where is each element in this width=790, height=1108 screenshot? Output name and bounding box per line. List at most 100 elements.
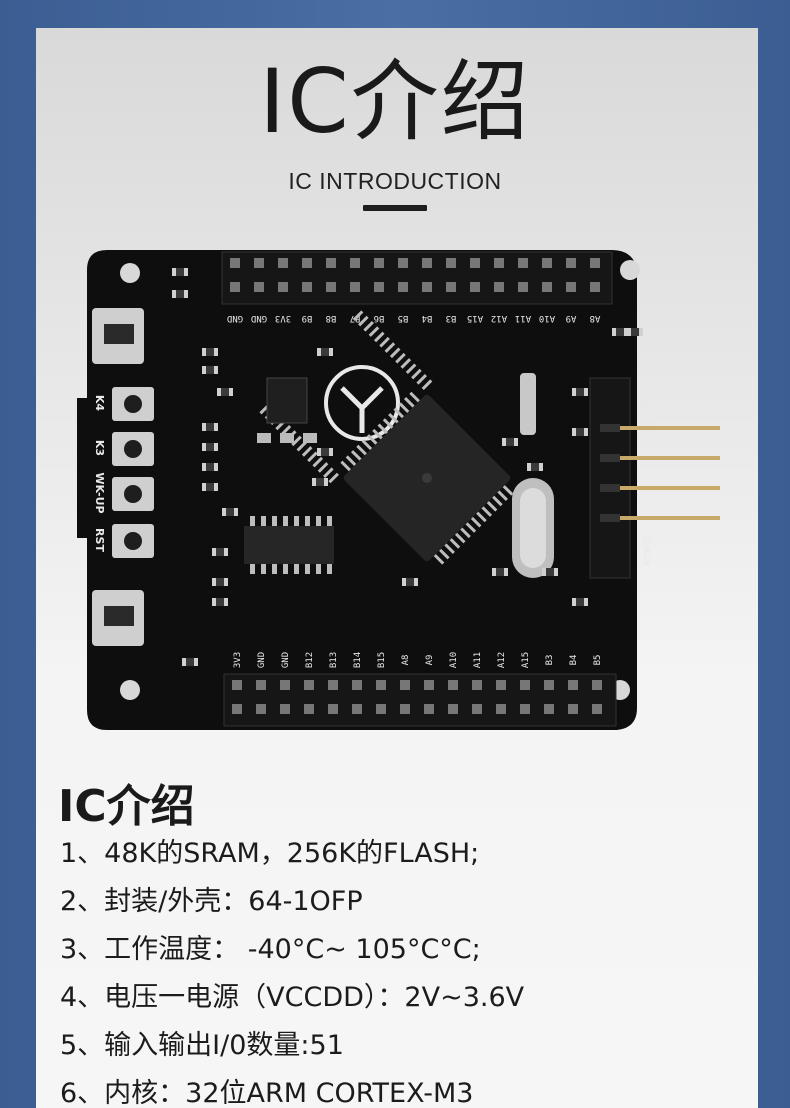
- soic-pin: [283, 516, 288, 526]
- smd-body: [316, 478, 324, 486]
- header-pin: [520, 704, 530, 714]
- spec-item-temperature: 3、工作温度： -40°C~ 105°C°C;: [60, 934, 481, 965]
- header-pin: [398, 282, 408, 292]
- smd-body: [206, 348, 214, 356]
- chip-pin: [393, 407, 405, 419]
- pin-label: B3: [545, 655, 555, 666]
- chip-pin: [470, 516, 482, 528]
- header-pin: [328, 680, 338, 690]
- pin-label: A8: [401, 655, 411, 666]
- smd-body: [216, 598, 224, 606]
- chip-pin: [280, 424, 292, 436]
- pin-label: B14: [353, 652, 363, 668]
- pin-label: 3V3: [233, 652, 243, 668]
- chip-pin: [486, 500, 498, 512]
- page-title: IC介绍: [259, 50, 531, 153]
- soic-pin: [250, 516, 255, 526]
- chip-pin: [350, 450, 362, 461]
- pin-label: A9: [425, 655, 435, 666]
- chip-pin: [433, 554, 445, 565]
- smd-body: [616, 328, 624, 336]
- pin-label: B15: [377, 652, 387, 668]
- chip-pin: [411, 368, 422, 380]
- pin-label: GND: [281, 652, 291, 668]
- smd-body: [206, 423, 214, 431]
- header-pin: [256, 680, 266, 690]
- smd-body: [226, 508, 234, 516]
- chip-pin: [317, 462, 329, 473]
- swd-header: [589, 377, 720, 579]
- smd-body: [321, 348, 329, 356]
- smd-body: [216, 548, 224, 556]
- header-pin: [374, 258, 384, 268]
- soic-pin: [261, 564, 266, 574]
- swd-pin-base: [600, 424, 620, 432]
- chip-pin: [439, 548, 450, 560]
- header-pin: [542, 258, 552, 268]
- header-pin: [544, 704, 554, 714]
- soic-chip: [244, 516, 334, 574]
- soic-pin: [294, 564, 299, 574]
- pin-label: A8: [590, 313, 601, 323]
- pin-label: A11: [515, 313, 531, 323]
- chip-pin: [395, 352, 406, 364]
- header-pin: [302, 282, 312, 292]
- pin-label: GND: [251, 313, 267, 323]
- chip-pin: [460, 527, 471, 539]
- button-cap: [124, 395, 142, 413]
- soic-pin: [316, 564, 321, 574]
- pin-label: A10: [539, 313, 555, 323]
- soic-pin: [305, 516, 310, 526]
- soic-pin: [261, 516, 266, 526]
- title-underline: [363, 205, 427, 211]
- swd-pin: [620, 456, 720, 460]
- pin-label: B12: [305, 652, 315, 668]
- chip-pin: [416, 374, 427, 385]
- header-pin: [424, 704, 434, 714]
- soic-pin: [305, 564, 310, 574]
- header-pin: [350, 258, 360, 268]
- header-pin: [494, 282, 504, 292]
- smd-body: [321, 448, 329, 456]
- header-pin: [326, 258, 336, 268]
- chip-pin: [454, 532, 466, 544]
- button-cap: [124, 485, 142, 503]
- chip-pin: [409, 391, 420, 403]
- header-pin: [592, 704, 602, 714]
- header-pin: [470, 282, 480, 292]
- dev-board-illustration: GNDGND3V3B9B8B7B6B5B4B3A15A12A11A10A9A8 …: [77, 250, 720, 730]
- header-label: DIO: [641, 535, 651, 551]
- button-label: K4: [93, 395, 106, 412]
- header-pin: [518, 282, 528, 292]
- spec-item-sram-flash: 1、48K的SRAM，256K的FLASH;: [60, 838, 480, 869]
- chip-pin: [366, 434, 378, 445]
- pin-label: A12: [491, 313, 507, 323]
- spec-item-core: 6、内核：32位ARM CORTEX-M3: [60, 1078, 474, 1108]
- pin-label: B4: [422, 313, 433, 323]
- smd-body: [496, 568, 504, 576]
- smd-body: [206, 366, 214, 374]
- chip-pin: [384, 342, 396, 353]
- chip-pin: [377, 423, 389, 435]
- header-pin: [568, 680, 578, 690]
- chip-pin: [389, 347, 401, 359]
- soic-pin: [294, 516, 299, 526]
- header-pin: [376, 680, 386, 690]
- crystal-oscillator: [512, 478, 554, 578]
- header-pin: [256, 704, 266, 714]
- chip-pin: [356, 444, 367, 456]
- pin-label: B5: [398, 313, 409, 323]
- spec-item-io-count: 5、输入输出I/0数量:51: [60, 1030, 344, 1061]
- chip-pin: [382, 418, 394, 429]
- header-pin: [422, 258, 432, 268]
- pin-label: A15: [521, 652, 531, 668]
- header-pin: [304, 680, 314, 690]
- chip-pin: [476, 511, 487, 523]
- header-label: GND: [641, 410, 651, 426]
- chip-pin: [340, 460, 351, 472]
- mount-hole: [120, 680, 140, 700]
- smd-body: [206, 463, 214, 471]
- swd-pin-base: [600, 514, 620, 522]
- soic-pin: [283, 564, 288, 574]
- smd-body: [576, 428, 584, 436]
